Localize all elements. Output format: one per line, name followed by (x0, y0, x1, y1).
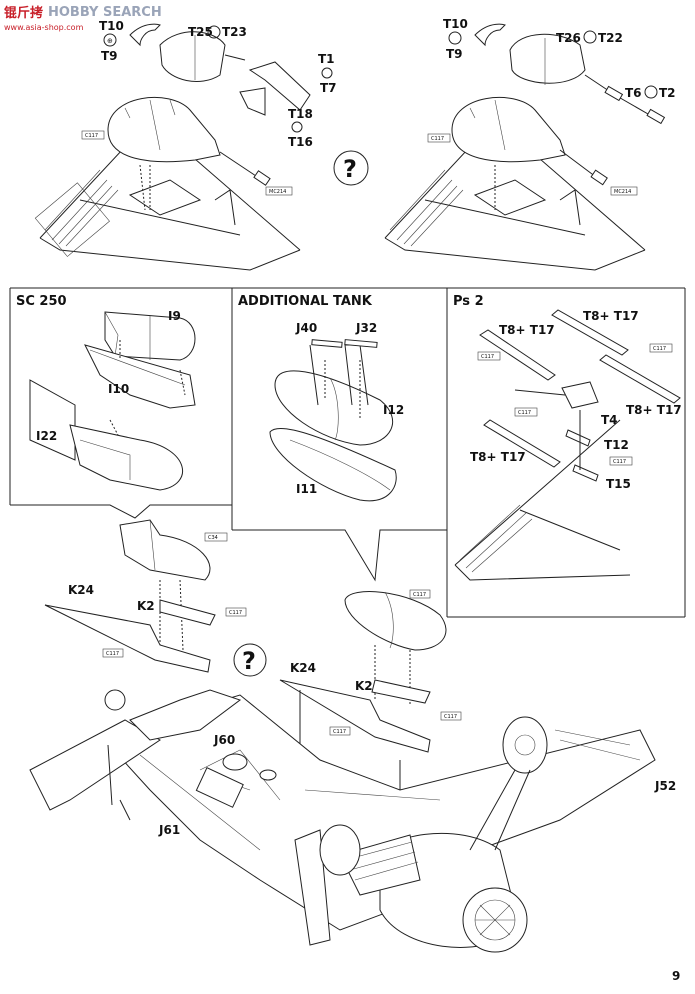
svg-text:C117: C117 (333, 729, 346, 735)
label-K2-right: K2 (355, 679, 373, 693)
label-T23: T23 (222, 25, 247, 39)
label-J40: J40 (295, 321, 317, 335)
label-I10: I10 (108, 382, 129, 396)
additional-tank-panel: ADDITIONAL TANK J40 J32 I12 I11 (238, 294, 404, 502)
watermark-line2: www.asia-shop.com (4, 23, 84, 32)
label-T22: T22 (598, 31, 623, 45)
label-I12: I12 (383, 403, 404, 417)
svg-text:C117: C117 (106, 651, 119, 657)
label-T1: T1 (318, 52, 335, 66)
svg-text:C117: C117 (444, 714, 457, 720)
label-T7: T7 (320, 81, 337, 95)
label-T15: T15 (606, 477, 631, 491)
svg-text:C34: C34 (208, 535, 218, 541)
label-J32: J32 (355, 321, 377, 335)
label-T18: T18 (288, 107, 313, 121)
label-T10: T10 (99, 19, 124, 33)
label-T8T17-c: T8+ T17 (626, 403, 682, 417)
label-T9-r: T9 (446, 47, 463, 61)
main-assembly: C34 C117 C117 K24 K2 ? C117 C117 C117 K2… (29, 519, 676, 953)
watermark: 锟斤拷 HOBBY SEARCH www.asia-shop.com (4, 5, 162, 32)
label-I22: I22 (36, 429, 57, 443)
label-C117-r: C117 (431, 136, 444, 142)
label-T25: T25 (188, 25, 213, 39)
label-K24-right: K24 (290, 661, 316, 675)
panel-title-tank: ADDITIONAL TANK (238, 294, 373, 309)
label-T10-r: T10 (443, 17, 468, 31)
label-J60: J60 (213, 733, 235, 747)
svg-text:⊕: ⊕ (107, 37, 113, 45)
question-mark-bottom: ? (233, 643, 267, 677)
svg-text:C117: C117 (229, 610, 242, 616)
label-T8T17-b: T8+ T17 (499, 323, 555, 337)
label-I11: I11 (296, 482, 317, 496)
label-T2: T2 (659, 86, 676, 100)
label-J52: J52 (654, 779, 676, 793)
label-T26: T26 (556, 31, 581, 45)
label-J61: J61 (158, 823, 180, 837)
svg-text:C117: C117 (613, 459, 626, 465)
svg-text:C117: C117 (653, 346, 666, 352)
svg-text:?: ? (242, 647, 256, 675)
label-T8T17-d: T8+ T17 (470, 450, 526, 464)
svg-text:C117: C117 (413, 592, 426, 598)
watermark-glyphs: 锟斤拷 (4, 5, 43, 21)
ps2-panel: Ps 2 T8+ T17 T8+ T17 T8+ T17 T8+ T17 T4 … (453, 294, 682, 581)
label-T9: T9 (101, 49, 118, 63)
top-left-assembly: ⊕ T10 T9 T25 T23 T1 T7 T18 T16 C117 MC21… (34, 19, 337, 271)
label-MC214-r: MC214 (614, 189, 631, 195)
panel-title-sc250: SC 250 (16, 294, 67, 309)
label-T12: T12 (604, 438, 629, 452)
watermark-line1: HOBBY SEARCH (48, 5, 162, 20)
label-T8T17-a: T8+ T17 (583, 309, 639, 323)
svg-text:C117: C117 (481, 354, 494, 360)
svg-text:?: ? (343, 155, 357, 183)
sc250-panel: SC 250 I9 I10 I22 (16, 294, 196, 491)
panel-frames (9, 287, 686, 618)
svg-text:C117: C117 (518, 410, 531, 416)
label-T16: T16 (288, 135, 313, 149)
top-right-assembly: T10 T9 T26 T22 T6 T2 C117 MC214 (384, 17, 676, 271)
label-K2-left: K2 (137, 599, 155, 613)
label-T4: T4 (601, 413, 618, 427)
label-I9: I9 (168, 309, 181, 323)
label-MC214: MC214 (269, 189, 286, 195)
label-C117: C117 (85, 133, 98, 139)
page-number: 9 (672, 969, 680, 983)
label-T6: T6 (625, 86, 642, 100)
panel-title-ps2: Ps 2 (453, 294, 484, 309)
question-mark-top: ? (333, 150, 369, 186)
label-K24-left: K24 (68, 583, 94, 597)
